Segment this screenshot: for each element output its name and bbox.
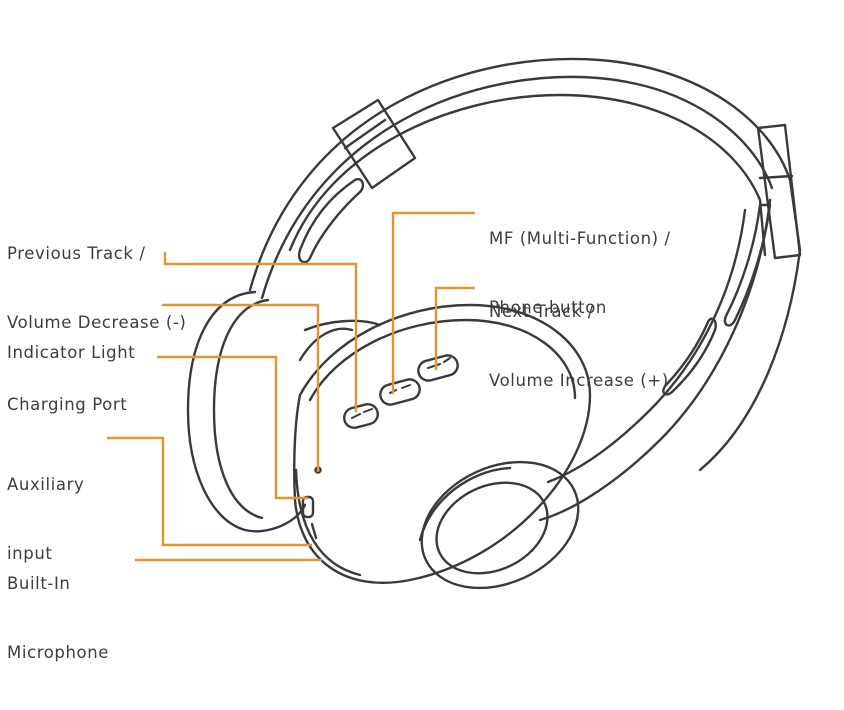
label-auxiliary-input-line1: Auxiliary <box>7 475 85 494</box>
label-indicator-light: Indicator Light <box>7 295 135 410</box>
aux-port-shape <box>310 522 318 540</box>
right-arm-slot <box>662 317 717 396</box>
label-mf-button-line1: MF (Multi-Function) / <box>489 229 671 248</box>
leader-charging-port <box>157 355 308 500</box>
label-previous-track-line1: Previous Track / <box>7 244 146 263</box>
label-mf-button: MF (Multi-Function) / Phone button <box>489 181 671 365</box>
leader-indicator-light <box>162 303 320 472</box>
mf-button-shape <box>379 378 421 406</box>
headphone-illustration <box>107 57 802 590</box>
left-cushion-inner <box>212 298 270 520</box>
left-cushion-seam <box>303 319 382 332</box>
left-cup-edge <box>308 318 577 402</box>
label-built-in-microphone: Built-In Microphone <box>7 526 109 710</box>
leader-auxiliary-input <box>107 436 312 547</box>
headband-slider-left <box>331 98 417 190</box>
headband-inner <box>288 93 767 257</box>
headphone-diagram: Previous Track / Volume Decrease (-) Ind… <box>7 57 802 662</box>
right-arm-inner <box>546 208 747 484</box>
headband-slider-right-edge <box>758 174 794 180</box>
label-next-track-line2: Volume Increase (+) <box>489 371 669 390</box>
left-cushion-outer <box>186 290 307 533</box>
label-built-in-microphone-line2: Microphone <box>7 643 110 662</box>
leader-previous-track <box>163 252 358 412</box>
prev-button-shape <box>343 402 379 430</box>
label-charging-port: Charging Port <box>7 347 127 462</box>
left-cup-body <box>293 303 592 585</box>
left-cup-base <box>294 468 362 577</box>
label-previous-track-line2: Volume Decrease (-) <box>7 313 187 332</box>
headband-slider-left-edge <box>343 118 387 150</box>
right-cup-outer <box>420 460 580 590</box>
right-arm-slot-upper <box>723 203 772 327</box>
leader-next-track <box>434 286 475 370</box>
headband-slot-left <box>297 177 365 264</box>
label-next-track: Next Track / Volume Increase (+) <box>489 254 669 438</box>
right-cup-inner <box>435 481 549 575</box>
label-auxiliary-input: Auxiliary input <box>7 427 84 611</box>
left-cushion-back <box>298 327 354 362</box>
headband-inner-edge <box>260 75 774 300</box>
label-previous-track: Previous Track / Volume Decrease (-) <box>7 196 186 380</box>
right-cup-rim <box>418 466 512 542</box>
label-charging-port-line1: Charging Port <box>7 395 128 414</box>
leader-mf-button <box>391 211 475 394</box>
label-indicator-light-line1: Indicator Light <box>7 343 136 362</box>
label-mf-button-line2: Phone button <box>489 298 607 317</box>
label-built-in-microphone-line1: Built-In <box>7 574 71 593</box>
next-button-shape <box>417 354 459 382</box>
headband-outer <box>248 57 802 472</box>
label-next-track-line1: Next Track / <box>489 302 594 321</box>
label-auxiliary-input-line2: input <box>7 544 53 563</box>
